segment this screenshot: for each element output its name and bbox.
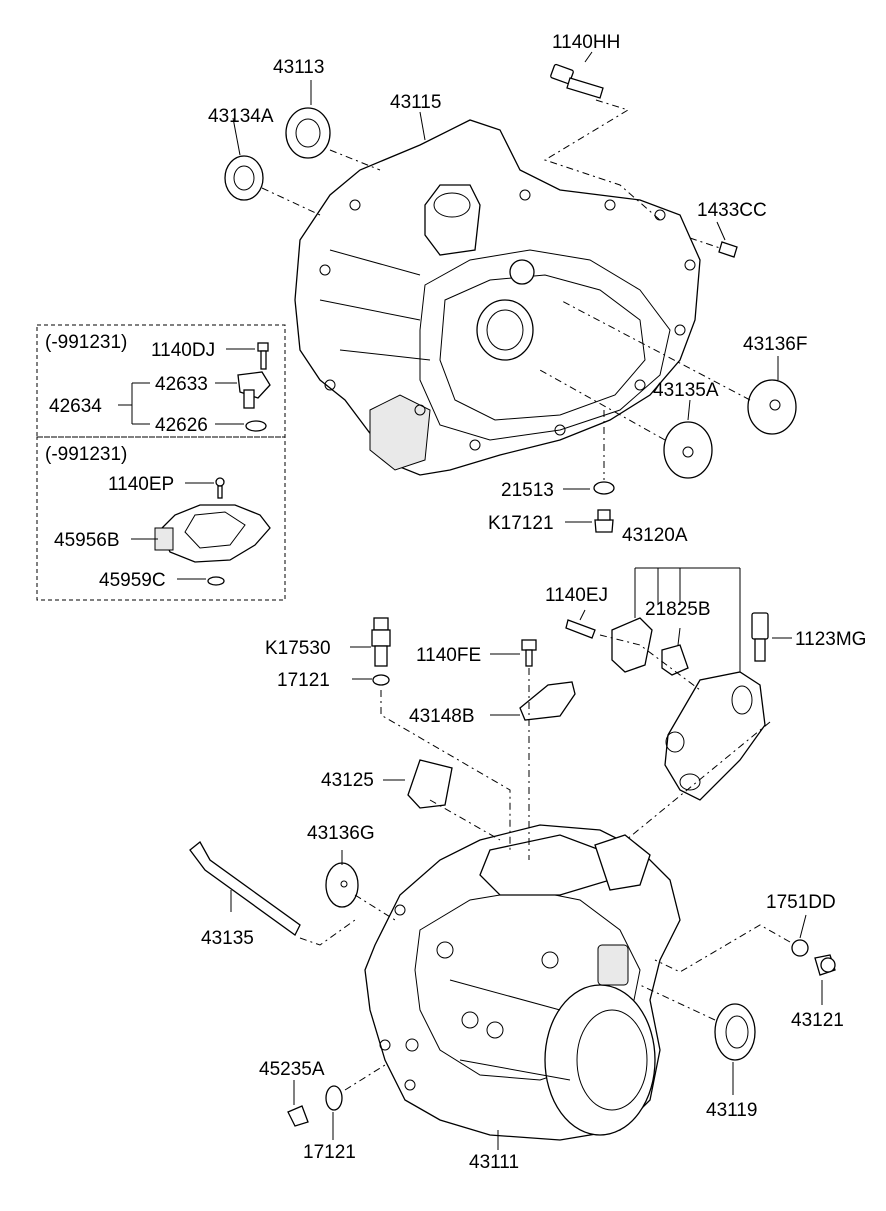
washer-17121-top xyxy=(372,674,390,686)
option-box-2 xyxy=(36,436,286,601)
washer-21513 xyxy=(593,481,615,495)
plate-43136G xyxy=(325,862,359,908)
label-45956B: 45956B xyxy=(54,530,120,551)
label-42634: 42634 xyxy=(49,396,102,417)
bracket-leaders xyxy=(579,567,792,846)
inhibitor-switch-45956B xyxy=(154,504,271,563)
label-43136F: 43136F xyxy=(743,334,807,355)
label-42626: 42626 xyxy=(155,415,208,436)
oil-seal-43113 xyxy=(285,107,331,159)
box1-leaders xyxy=(118,348,255,425)
transaxle-case-43115 xyxy=(294,119,701,476)
label-1140HH: 1140HH xyxy=(552,32,620,53)
label-17121-top: 17121 xyxy=(277,670,330,691)
bolt-1140EJ xyxy=(565,619,596,639)
box1-date: (-991231) xyxy=(45,332,127,353)
label-1140EJ: 1140EJ xyxy=(545,585,608,606)
label-43134A: 43134A xyxy=(208,106,274,127)
label-43125: 43125 xyxy=(321,770,374,791)
plate-43120A xyxy=(611,617,653,673)
label-1123MG: 1123MG xyxy=(795,629,866,650)
oil-seal-43134A xyxy=(224,155,264,201)
o-ring-45959C xyxy=(207,576,225,586)
label-45959C: 45959C xyxy=(99,570,166,591)
bracket-43120A xyxy=(664,671,766,801)
label-42633: 42633 xyxy=(155,374,208,395)
guide-43135 xyxy=(189,841,301,936)
bracket-43148B xyxy=(519,681,576,721)
cover-43125 xyxy=(407,759,453,809)
label-43148B: 43148B xyxy=(409,706,475,727)
label-1140DJ: 1140DJ xyxy=(151,340,215,361)
callout-labels: 1140HH 43113 43115 43134A 1433CC 43136F … xyxy=(45,32,866,1173)
plug-K17121 xyxy=(594,509,614,533)
oil-seal-43119 xyxy=(714,1003,756,1061)
box2-leaders xyxy=(131,482,214,580)
label-K17530: K17530 xyxy=(265,638,331,659)
option-box-1 xyxy=(36,324,286,438)
label-43121: 43121 xyxy=(791,1010,844,1031)
bolt-1140DJ xyxy=(257,342,269,370)
dowel-pin-1433CC xyxy=(718,241,738,258)
label-43115: 43115 xyxy=(390,92,441,113)
label-43119: 43119 xyxy=(706,1100,757,1121)
label-43113: 43113 xyxy=(273,57,324,78)
transaxle-housing-43111 xyxy=(364,824,681,1141)
o-ring-42626 xyxy=(245,420,267,432)
plug-45235A xyxy=(287,1105,309,1127)
bolt-1140HH xyxy=(550,63,604,99)
label-43120A: 43120A xyxy=(622,525,688,546)
label-17121-bot: 17121 xyxy=(303,1142,356,1163)
label-43136G: 43136G xyxy=(307,823,375,844)
label-1140EP: 1140EP xyxy=(108,474,174,495)
label-45235A: 45235A xyxy=(259,1059,325,1080)
sensor-42633 xyxy=(237,371,271,409)
label-21825B: 21825B xyxy=(645,599,711,620)
upper-leader-lines xyxy=(232,51,779,523)
plug-43121 xyxy=(814,954,836,976)
screw-1140EP xyxy=(215,477,225,499)
cover-plate-43135A xyxy=(663,421,713,479)
washer-17121-bot xyxy=(325,1085,343,1111)
box2-date: (-991231) xyxy=(45,444,127,465)
label-43135A: 43135A xyxy=(653,380,719,401)
label-K17121: K17121 xyxy=(488,513,554,534)
label-43135: 43135 xyxy=(201,928,254,949)
washer-1751DD xyxy=(791,939,809,957)
plug-K17530 xyxy=(371,617,391,667)
lower-leader-lines xyxy=(230,646,823,1150)
bolt-1123MG xyxy=(751,612,769,662)
label-43111: 43111 xyxy=(469,1152,519,1173)
bolt-1140FE xyxy=(521,639,537,667)
label-1140FE: 1140FE xyxy=(416,645,481,666)
label-1433CC: 1433CC xyxy=(697,200,767,221)
cover-plate-43136F xyxy=(747,379,797,435)
bushing-21825B xyxy=(661,644,689,676)
label-1751DD: 1751DD xyxy=(766,892,836,913)
label-21513: 21513 xyxy=(501,480,554,501)
